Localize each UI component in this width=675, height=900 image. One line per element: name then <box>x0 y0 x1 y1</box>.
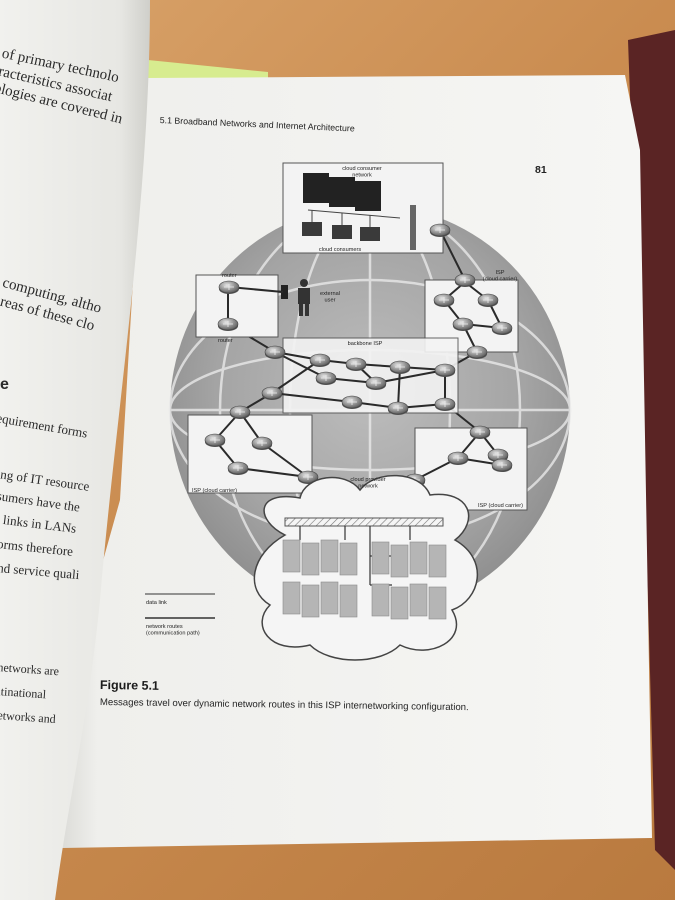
router-icon <box>429 223 451 237</box>
provider-switch-bar <box>284 517 444 527</box>
left-page-text: t of primary technolo aracteristics asso… <box>0 0 160 900</box>
left-line: ltinational <box>0 684 47 702</box>
router-icon <box>433 293 455 307</box>
server-rack <box>282 581 301 615</box>
server-group <box>303 173 381 211</box>
router-icon <box>218 280 240 294</box>
page-number: 81 <box>535 164 547 176</box>
label-router-top: router <box>222 273 237 279</box>
left-line: links in LANs <box>2 512 78 536</box>
router-icon <box>434 363 456 377</box>
cloud-provider-network <box>253 474 479 661</box>
external-user-icon <box>281 279 310 316</box>
router-icon <box>487 448 509 462</box>
label-isp-bottom-left: ISP (cloud carrier) <box>192 488 237 494</box>
server-rack <box>301 584 320 618</box>
router-icon <box>261 386 283 400</box>
left-line: networks are <box>0 660 60 679</box>
router-icon <box>434 397 456 411</box>
router-icon <box>227 461 249 475</box>
backbone-isp-box <box>282 337 459 414</box>
label-legend-network-routes: network routes(communication path) <box>146 624 200 636</box>
label-legend-data-link: data link <box>146 600 167 606</box>
router-icon <box>454 273 476 287</box>
router-icon <box>217 317 239 331</box>
routers <box>204 223 513 513</box>
label-router-bottom: router <box>218 338 233 344</box>
server-rack <box>339 542 358 576</box>
label-isp-top-right: ISP(cloud carrier) <box>483 270 518 282</box>
left-line: etworks and <box>0 708 57 727</box>
router-icon <box>264 345 286 359</box>
server-rack <box>428 586 447 620</box>
router-icon <box>387 401 409 415</box>
router-icon <box>341 395 363 409</box>
router-icon <box>491 321 513 335</box>
label-backbone-isp: backbone ISP <box>348 341 383 347</box>
router-icon <box>229 405 251 419</box>
server-rack <box>320 581 339 615</box>
router-icon <box>452 317 474 331</box>
server-rack <box>301 542 320 576</box>
server-racks <box>282 539 447 620</box>
router-icon <box>477 293 499 307</box>
router-icon <box>491 458 513 472</box>
router-icon <box>309 353 331 367</box>
router-icon <box>466 345 488 359</box>
server-rack <box>409 541 428 575</box>
server-rack <box>409 583 428 617</box>
router-icon <box>365 376 387 390</box>
left-line: e <box>0 376 9 393</box>
left-line: equirement forms <box>0 410 89 441</box>
left-line: orms therefore <box>0 536 74 559</box>
left-line: nd service quali <box>0 560 80 583</box>
server-rack <box>282 539 301 573</box>
figure-caption-heading: Figure 5.1 <box>99 678 160 693</box>
label-isp-bottom-right: ISP (cloud carrier) <box>478 503 523 509</box>
isp-bottom-left-box <box>187 414 313 494</box>
server-rack <box>390 586 409 620</box>
server-rack <box>371 583 390 617</box>
router-icon <box>315 371 337 385</box>
router-icon <box>469 425 491 439</box>
server-rack <box>390 544 409 578</box>
workstation-group <box>302 222 380 241</box>
router-icon <box>251 436 273 450</box>
server-rack <box>320 539 339 573</box>
left-page <box>0 0 150 900</box>
router-icon <box>447 451 469 465</box>
cloud-consumer-network <box>282 162 444 254</box>
firewall <box>410 205 416 250</box>
server-rack <box>428 544 447 578</box>
router-icon <box>204 433 226 447</box>
router-icon <box>389 360 411 374</box>
label-cloud-consumers: cloud consumers <box>319 247 361 253</box>
server-rack <box>339 584 358 618</box>
server-rack <box>371 541 390 575</box>
router-icon <box>345 357 367 371</box>
